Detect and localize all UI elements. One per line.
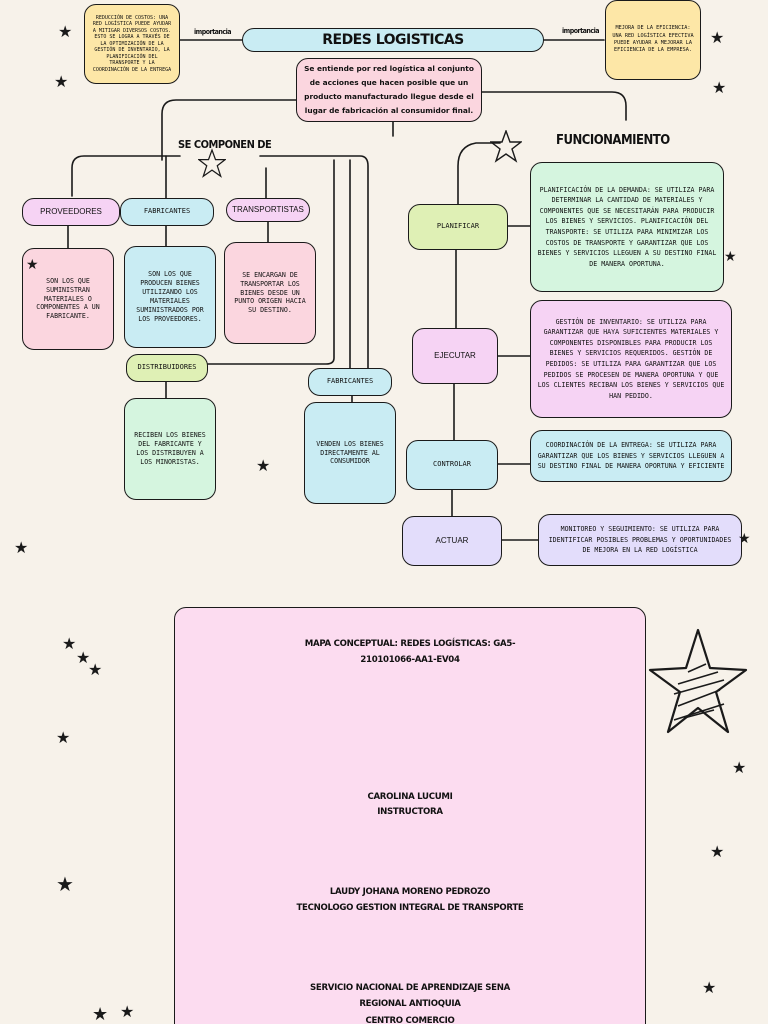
node-transportistas-label: TRANSPORTISTAS (232, 204, 304, 214)
cover-title-block: MAPA CONCEPTUAL: REDES LOGÍSTICAS: GA5- … (175, 636, 645, 669)
importance-left-text: REDUCCIÓN DE COSTOS: UNA RED LOGÍSTICA P… (92, 14, 172, 73)
node-proveedores-label: PROVEEDORES (40, 206, 102, 216)
desc-controlar: COORDINACIÓN DE LA ENTREGA: SE UTILIZA P… (530, 430, 732, 482)
cover-student-block: LAUDY JOHANA MORENO PEDROZO TECNOLOGO GE… (175, 884, 645, 917)
node-actuar-label: ACTUAR (435, 535, 469, 545)
cover-instructor-block: CAROLINA LUCUMI INSTRUCTORA (175, 790, 645, 821)
large-star-icon (648, 628, 748, 734)
star-icon: ★ (88, 660, 103, 679)
desc-fabricantes-text: SON LOS QUE PRODUCEN BIENES UTILIZANDO L… (136, 270, 204, 323)
functioning-heading: FUNCIONAMIENTO (556, 133, 670, 148)
desc-transportistas: SE ENCARGAN DE TRANSPORTAR LOS BIENES DE… (224, 242, 316, 344)
desc-distribuidores: RECIBEN LOS BIENES DEL FABRICANTE Y LOS … (124, 398, 216, 500)
components-heading: SE COMPONEN DE (178, 138, 272, 151)
node-ejecutar: EJECUTAR (412, 328, 498, 384)
star-icon: ★ (56, 872, 74, 896)
star-icon: ★ (26, 257, 39, 273)
desc-actuar: MONITOREO Y SEGUIMIENTO: SE UTILIZA PARA… (538, 514, 742, 566)
node-planificar: PLANIFICAR (408, 204, 508, 250)
node-controlar: CONTROLAR (406, 440, 498, 490)
node-fabricantes: FABRICANTES (120, 198, 214, 226)
star-icon: ★ (710, 842, 725, 861)
cover-title-line-1: MAPA CONCEPTUAL: REDES LOGÍSTICAS: GA5- (304, 639, 516, 649)
importance-right-text: MEJORA DE LA EFICIENCIA: UNA RED LOGÍSTI… (612, 25, 694, 54)
node-distribuidores: DISTRIBUIDORES (126, 354, 208, 382)
desc-fabricantes: SON LOS QUE PRODUCEN BIENES UTILIZANDO L… (124, 246, 216, 348)
star-icon: ★ (56, 728, 71, 747)
definition-text: Se entiende por red logística al conjunt… (304, 63, 474, 116)
node-controlar-label: CONTROLAR (433, 460, 471, 469)
importance-right-box: MEJORA DE LA EFICIENCIA: UNA RED LOGÍSTI… (605, 0, 701, 80)
cover-card: MAPA CONCEPTUAL: REDES LOGÍSTICAS: GA5- … (174, 607, 646, 1024)
star-icon: ★ (92, 1004, 109, 1024)
star-icon: ★ (120, 1002, 135, 1021)
desc-planificar: PLANIFICACIÓN DE LA DEMANDA: SE UTILIZA … (530, 162, 724, 292)
desc-actuar-text: MONITOREO Y SEGUIMIENTO: SE UTILIZA PARA… (548, 525, 732, 555)
desc-controlar-text: COORDINACIÓN DE LA ENTREGA: SE UTILIZA P… (537, 441, 725, 471)
star-icon: ★ (256, 456, 271, 475)
star-icon: ★ (724, 249, 737, 265)
cover-student-role: TECNOLOGO GESTION INTEGRAL DE TRANSPORTE (296, 903, 524, 914)
desc-fabricantes-consumer-text: VENDEN LOS BIENES DIRECTAMENTE AL CONSUM… (316, 439, 384, 466)
outline-star-icon (490, 130, 522, 163)
node-fabricantes-label: FABRICANTES (143, 207, 191, 216)
star-icon: ★ (712, 78, 727, 97)
importance-left-box: REDUCCIÓN DE COSTOS: UNA RED LOGÍSTICA P… (84, 4, 180, 84)
desc-ejecutar-text: GESTIÓN DE INVENTARIO: SE UTILIZA PARA G… (537, 317, 725, 400)
star-icon: ★ (14, 538, 29, 557)
cover-institution-line-3: CENTRO COMERCIO (365, 1015, 455, 1024)
cover-institution-line-1: SERVICIO NACIONAL DE APRENDIZAJE SENA (310, 983, 510, 993)
cover-title-line-2: 210101066-AA1-EV04 (360, 655, 460, 666)
outline-star-icon (198, 148, 226, 178)
star-icon: ★ (54, 72, 69, 91)
desc-transportistas-text: SE ENCARGAN DE TRANSPORTAR LOS BIENES DE… (234, 270, 306, 315)
desc-fabricantes-consumer: VENDEN LOS BIENES DIRECTAMENTE AL CONSUM… (304, 402, 396, 504)
node-fabricantes-consumer: FABRICANTES (308, 368, 392, 396)
star-icon: ★ (58, 22, 73, 41)
cover-student-name: LAUDY JOHANA MORENO PEDROZO (329, 887, 491, 897)
cover-instructor-name: CAROLINA LUCUMI (367, 792, 453, 802)
desc-proveedores: SON LOS QUE SUMINISTRAN MATERIALES O COM… (22, 248, 114, 350)
star-icon: ★ (76, 648, 91, 667)
desc-planificar-text: PLANIFICACIÓN DE LA DEMANDA: SE UTILIZA … (537, 185, 717, 268)
desc-distribuidores-text: RECIBEN LOS BIENES DEL FABRICANTE Y LOS … (134, 431, 206, 466)
node-transportistas: TRANSPORTISTAS (226, 198, 310, 222)
definition-box: Se entiende por red logística al conjunt… (296, 58, 482, 122)
node-fabricantes-consumer-label: FABRICANTES (326, 377, 374, 386)
star-icon: ★ (62, 634, 77, 653)
node-planificar-label: PLANIFICAR (436, 222, 480, 231)
node-distribuidores-label: DISTRIBUIDORES (137, 363, 197, 372)
node-ejecutar-label: EJECUTAR (434, 350, 476, 360)
importance-left-label: importancia (194, 28, 232, 36)
star-icon: ★ (732, 758, 747, 777)
cover-institution-block: SERVICIO NACIONAL DE APRENDIZAJE SENA RE… (175, 980, 645, 1024)
cover-institution-line-2: REGIONAL ANTIOQUIA (359, 999, 461, 1010)
importance-right-label: importancia (562, 27, 600, 35)
star-icon: ★ (710, 28, 725, 47)
map-title: REDES LOGISTICAS (242, 28, 544, 52)
node-proveedores: PROVEEDORES (22, 198, 120, 226)
node-actuar: ACTUAR (402, 516, 502, 566)
cover-instructor-role: INSTRUCTORA (377, 807, 443, 818)
map-title-text: REDES LOGISTICAS (322, 31, 464, 48)
desc-ejecutar: GESTIÓN DE INVENTARIO: SE UTILIZA PARA G… (530, 300, 732, 418)
desc-proveedores-text: SON LOS QUE SUMINISTRAN MATERIALES O COM… (36, 276, 100, 321)
star-icon: ★ (702, 978, 717, 997)
star-icon: ★ (738, 531, 751, 547)
